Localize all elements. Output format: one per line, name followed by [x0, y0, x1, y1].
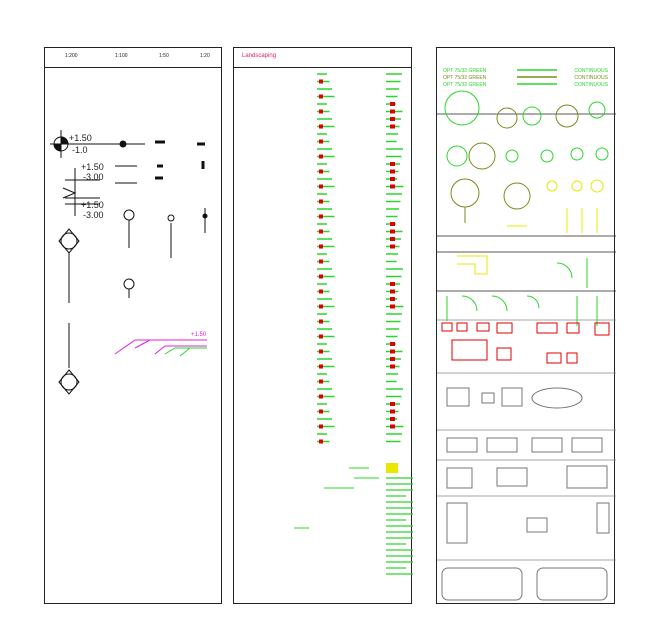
legend-symbol: [390, 109, 395, 114]
legend-symbol: [390, 237, 395, 241]
legend-symbol: [390, 409, 395, 414]
legend-symbol: [390, 282, 395, 286]
legend-symbol: [319, 169, 323, 174]
legend-symbol: [319, 439, 323, 444]
legend-symbol: [319, 289, 323, 294]
legend-row: OPT 75/32 GREEN: [443, 75, 487, 81]
legend-symbol: [319, 379, 323, 384]
legend-symbol: [390, 229, 395, 234]
legend-type: CONTINUOUS: [574, 68, 608, 74]
legend-symbol: [319, 124, 323, 129]
legend-symbol: [319, 214, 323, 219]
level-bottom: -3.00: [83, 172, 104, 182]
legend-symbol: [319, 154, 323, 159]
legend-symbol: [390, 244, 395, 249]
legend-symbol: [319, 259, 323, 264]
legend-symbol: [319, 304, 323, 309]
legend-symbol: [390, 289, 395, 294]
legend-symbol: [390, 102, 395, 106]
legend-symbol: [319, 334, 323, 339]
legend-symbol: [319, 349, 323, 354]
levels-panel: 1:200 1:100 1:50 1:20 +1.50 -1.0 +1.50 -…: [44, 47, 222, 604]
legend-symbol: [319, 319, 323, 324]
magenta-annotation: +1.50: [191, 332, 207, 338]
legend-symbol: [390, 357, 395, 361]
level-top: +1.50: [69, 133, 92, 143]
legend-symbol: [390, 177, 395, 181]
legend-symbol: [390, 417, 395, 421]
legend-symbol: [319, 139, 323, 144]
legend-symbol: [390, 169, 395, 174]
legend-symbol: [319, 94, 323, 99]
legend-type: CONTINUOUS: [574, 82, 608, 88]
legend-symbol: [319, 109, 323, 114]
line-legend: OPT 75/32 GREEN OPT 75/32 GREEN OPT 75/3…: [443, 68, 486, 89]
scale-label: 1:20: [200, 53, 210, 59]
legend-symbol: [319, 199, 323, 204]
legend-symbol: [319, 424, 323, 429]
level-top: +1.50: [81, 162, 104, 172]
legend-symbol: [390, 364, 395, 369]
legend-symbol: [390, 222, 395, 226]
level-symbols-drawing: [50, 130, 208, 395]
blocks-panel: OPT 75/32 GREEN OPT 75/32 GREEN OPT 75/3…: [436, 47, 616, 604]
legend-symbol: [319, 244, 323, 249]
legend-type: CONTINUOUS: [574, 75, 608, 81]
scale-label: 1:50: [159, 53, 169, 59]
legend-panel: Landscaping: [233, 47, 413, 604]
legend-symbol: [319, 274, 323, 279]
legend-list-drawing: [294, 73, 413, 575]
legend-symbol: [319, 409, 323, 414]
legend-symbol: [319, 394, 323, 399]
scale-label: 1:100: [115, 53, 128, 59]
legend-symbol: [390, 162, 395, 166]
legend-symbol: [390, 424, 395, 429]
level-top: +1.50: [81, 200, 104, 210]
level-bottom: -3.00: [83, 210, 104, 220]
line-legend-types: CONTINUOUS CONTINUOUS CONTINUOUS: [574, 68, 608, 89]
legend-symbol: [386, 463, 398, 473]
legend-symbol: [390, 184, 395, 189]
legend-symbol: [390, 342, 395, 346]
legend-row: OPT 75/32 GREEN: [443, 68, 487, 74]
legend-symbol: [319, 79, 323, 84]
level-bottom: -1.0: [72, 145, 88, 155]
scale-header: 1:200 1:100 1:50 1:20: [45, 48, 221, 68]
legend-symbol: [390, 117, 395, 121]
legend-row: OPT 75/32 GREEN: [443, 82, 487, 88]
legend-symbol: [390, 349, 395, 354]
legend-symbol: [319, 364, 323, 369]
scale-label: 1:200: [65, 53, 78, 59]
legend-header: Landscaping: [234, 48, 411, 68]
legend-symbol: [390, 304, 395, 309]
legend-symbol: [390, 297, 395, 301]
legend-symbol: [319, 229, 323, 234]
legend-title: Landscaping: [242, 53, 277, 59]
legend-symbol: [319, 184, 323, 189]
legend-symbol: [390, 402, 395, 406]
legend-symbol: [390, 124, 395, 129]
blocks-drawing: [437, 69, 616, 601]
